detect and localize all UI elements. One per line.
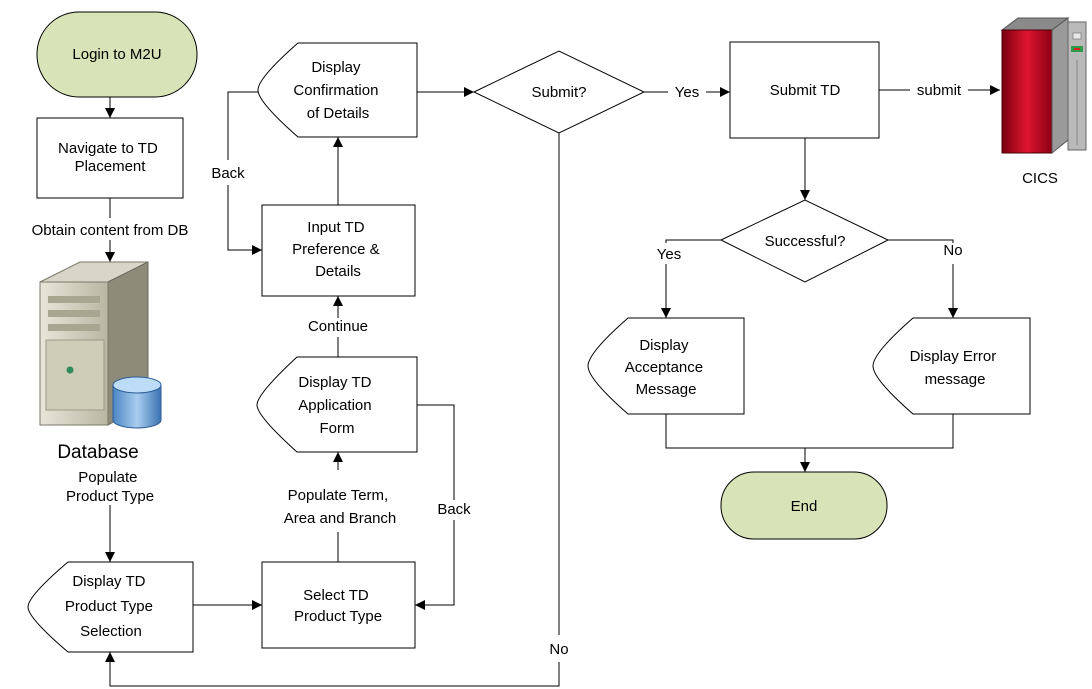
node-login-label: Login to M2U bbox=[72, 46, 161, 63]
node-display-confirmation: Display Confirmation of Details bbox=[257, 42, 418, 138]
node-submit-decision: Submit? bbox=[472, 50, 646, 134]
edge-successful-no-a bbox=[888, 239, 954, 243]
edge-messages-merge bbox=[665, 414, 954, 449]
svg-text:Submit TD: Submit TD bbox=[770, 82, 841, 99]
svg-text:Display Confirmation: Display Confirmation of Details bbox=[293, 59, 382, 122]
node-display-acceptance: Display Acceptance Message bbox=[587, 317, 745, 415]
edge-label-yes-success: Yes bbox=[657, 246, 681, 263]
svg-text:Display Acceptance: Display Acceptance Message bbox=[625, 337, 708, 398]
node-display-application-form: Display TD Application Form bbox=[256, 356, 418, 453]
svg-text:Successful?: Successful? bbox=[765, 233, 846, 250]
edge-label-obtain: Obtain content from DB bbox=[32, 222, 189, 239]
connectors bbox=[105, 85, 1000, 687]
edge-label-populate-term: Populate Term, Area and Branch bbox=[284, 487, 397, 527]
node-display-error: Display Error message bbox=[872, 317, 1031, 415]
node-successful-decision: Successful? bbox=[719, 199, 890, 283]
cics-label: CICS bbox=[1022, 170, 1058, 187]
svg-text:Display TD Application: Display TD Application Form bbox=[298, 374, 376, 437]
edge-label-no-success: No bbox=[943, 242, 962, 259]
node-end: End bbox=[720, 471, 888, 540]
node-login: Login to M2U bbox=[36, 11, 198, 98]
node-submit-td: Submit TD bbox=[729, 41, 880, 139]
svg-text:Submit?: Submit? bbox=[531, 84, 586, 101]
edge-back-confirm-a bbox=[227, 91, 260, 160]
edge-submit-no-b bbox=[105, 652, 560, 687]
edge-label-continue: Continue bbox=[308, 318, 368, 335]
node-navigate: Navigate to TD Placement bbox=[36, 117, 184, 199]
node-display-product-type: Display TD Product Type Selection bbox=[27, 561, 194, 653]
node-input-preference: Input TD Preference & Details bbox=[261, 204, 416, 297]
node-navigate-label: Navigate to TD Placement bbox=[58, 140, 162, 175]
edge-label-back-confirm: Back bbox=[211, 165, 245, 182]
node-select-product-type: Select TD Product Type bbox=[261, 561, 416, 649]
database-label: Database bbox=[57, 442, 138, 463]
svg-text:Input TD Preference &: Input TD Preference & Details bbox=[292, 219, 384, 280]
edge-label-submit-cics: submit bbox=[917, 82, 962, 99]
edge-label-yes-submit: Yes bbox=[675, 84, 699, 101]
database-icon bbox=[39, 261, 162, 429]
edge-back-form-a bbox=[417, 404, 455, 500]
svg-text:Display TD Product Type: Display TD Product Type Selection bbox=[65, 573, 157, 640]
edge-back-form-b bbox=[415, 520, 455, 610]
cics-mainframe-icon bbox=[1000, 17, 1087, 155]
edge-successful-yes-a bbox=[665, 239, 721, 243]
svg-text:End: End bbox=[791, 498, 818, 515]
edge-label-populate-product: Populate Product Type bbox=[66, 469, 154, 505]
edge-label-back-form: Back bbox=[437, 501, 471, 518]
edge-label-no-submit: No bbox=[549, 641, 568, 658]
edge-back-confirm-b bbox=[227, 185, 262, 255]
svg-text:Select TD Product Type: Select TD Product Type bbox=[294, 587, 382, 625]
svg-text:Display Error message: Display Error message bbox=[910, 348, 1001, 388]
